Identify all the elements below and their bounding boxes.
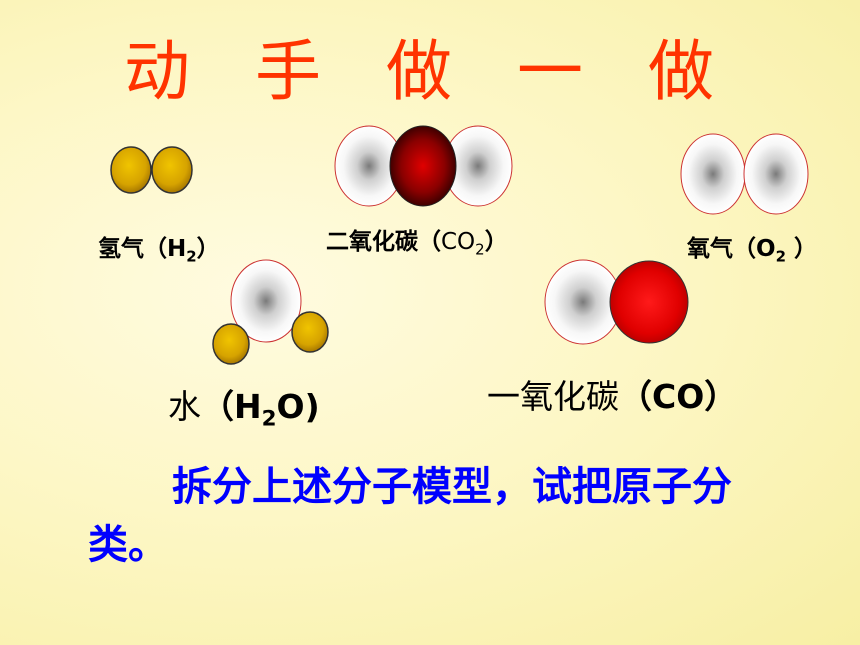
carbon-dioxide-molecule-model bbox=[334, 125, 513, 207]
hydrogen-molecule-model bbox=[110, 146, 193, 194]
hydrogen-atom bbox=[151, 146, 193, 194]
hydrogen-atom bbox=[212, 323, 250, 365]
page-title: 动 手 做 一 做 bbox=[124, 33, 736, 110]
carbon-monoxide-label: 一氧化碳（CO） bbox=[487, 377, 738, 416]
carbon-atom bbox=[389, 125, 457, 207]
oxygen-atom bbox=[230, 259, 302, 343]
oxygen-atom bbox=[743, 133, 809, 215]
oxygen-label: 氧气（O2 ） bbox=[687, 236, 817, 266]
carbon-atom bbox=[609, 260, 689, 344]
oxygen-atom bbox=[680, 133, 746, 215]
hydrogen-atom bbox=[291, 311, 329, 353]
hydrogen-atom bbox=[110, 146, 152, 194]
water-label: 水（H2O) bbox=[168, 387, 320, 432]
hydrogen-label: 氢气（H2） bbox=[98, 236, 220, 266]
instruction-text: 拆分上述分子模型，试把原子分类。 bbox=[88, 464, 732, 568]
carbon-dioxide-label: 二氧化碳（CO2） bbox=[326, 229, 508, 259]
carbon-monoxide-molecule-model bbox=[544, 259, 689, 345]
oxygen-molecule-model bbox=[680, 133, 809, 215]
water-molecule-model bbox=[212, 259, 329, 365]
